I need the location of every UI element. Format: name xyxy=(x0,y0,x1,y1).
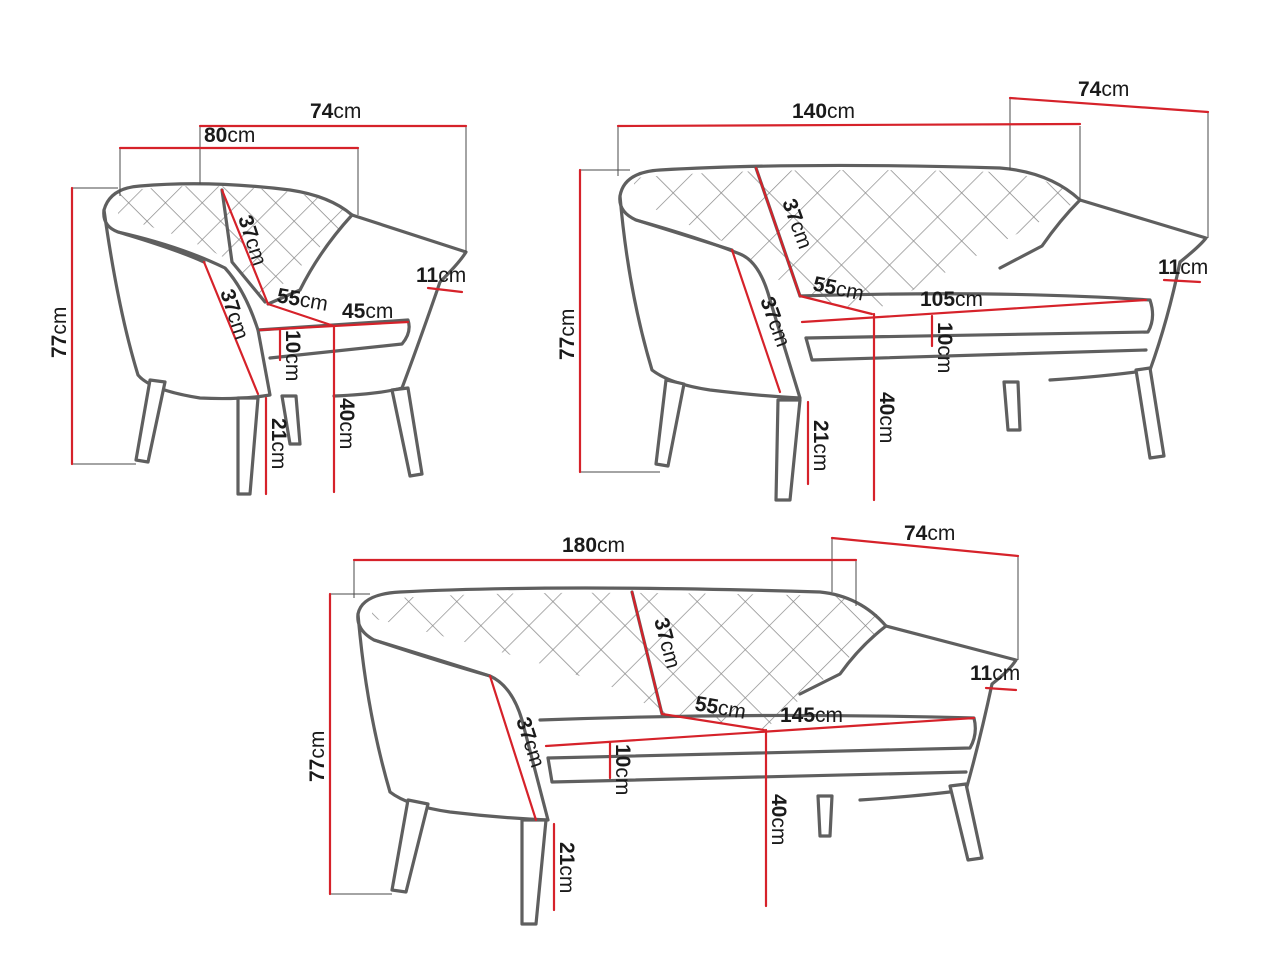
armchair-width-label: 80cm xyxy=(204,124,255,147)
sofa2-arm-width-label: 11cm xyxy=(1158,256,1208,279)
sofa2-leg-height-label: 21cm xyxy=(809,420,832,471)
sofa3-width-label: 180cm xyxy=(562,534,625,557)
sofa3-leg-height-label: 21cm xyxy=(555,842,578,893)
sofa2-width-label: 140cm xyxy=(792,100,855,123)
sofa3-height-label: 77cm xyxy=(306,731,329,782)
armchair-drawing xyxy=(102,182,468,496)
armchair-leg-height-label: 21cm xyxy=(267,418,290,469)
sofa3-dimension-lines xyxy=(328,536,1020,912)
sofa2-height-label: 77cm xyxy=(556,309,579,360)
sofa2-cushion-label: 10cm xyxy=(933,322,956,373)
armchair-seat-width-label: 45cm xyxy=(342,300,393,323)
armchair-arm-width-label: 11cm xyxy=(416,264,466,287)
sofa2-seat-depth-label: 55cm xyxy=(811,272,866,305)
sofa2-drawing xyxy=(618,163,1208,502)
armchair-seat-depth-label: 55cm xyxy=(275,284,330,316)
armchair-cushion-label: 10cm xyxy=(281,330,304,381)
sofa3-labels: 180cm 74cm 77cm 37cm 37cm 55cm 145cm 11c… xyxy=(306,522,1020,893)
sofa3-seat-height-label: 40cm xyxy=(767,794,790,845)
armchair-depth-label: 74cm xyxy=(310,100,361,123)
sofa2-depth-label: 74cm xyxy=(1078,78,1129,101)
sofa3-cushion-label: 10cm xyxy=(611,744,634,795)
sofa2-arm-front-label: 37cm xyxy=(755,294,794,350)
sofa3-back-height-label: 37cm xyxy=(649,615,685,671)
sofa3-arm-width-label: 11cm xyxy=(970,662,1020,685)
sofa3-depth-label: 74cm xyxy=(904,522,955,545)
armchair-dimension-lines xyxy=(70,124,468,496)
armchair-height-label: 77cm xyxy=(48,307,71,358)
sofa3-seat-depth-label: 55cm xyxy=(693,692,748,724)
sofa3-seat-width-label: 145cm xyxy=(780,704,843,727)
sofa2-seat-width-label: 105cm xyxy=(920,288,983,311)
sofa2-dimension-lines xyxy=(578,96,1210,502)
armchair-arm-front-label: 37cm xyxy=(215,286,253,342)
sofa3-drawing xyxy=(356,586,1018,926)
sofa2-seat-height-label: 40cm xyxy=(875,392,898,443)
armchair-seat-height-label: 40cm xyxy=(335,398,358,449)
